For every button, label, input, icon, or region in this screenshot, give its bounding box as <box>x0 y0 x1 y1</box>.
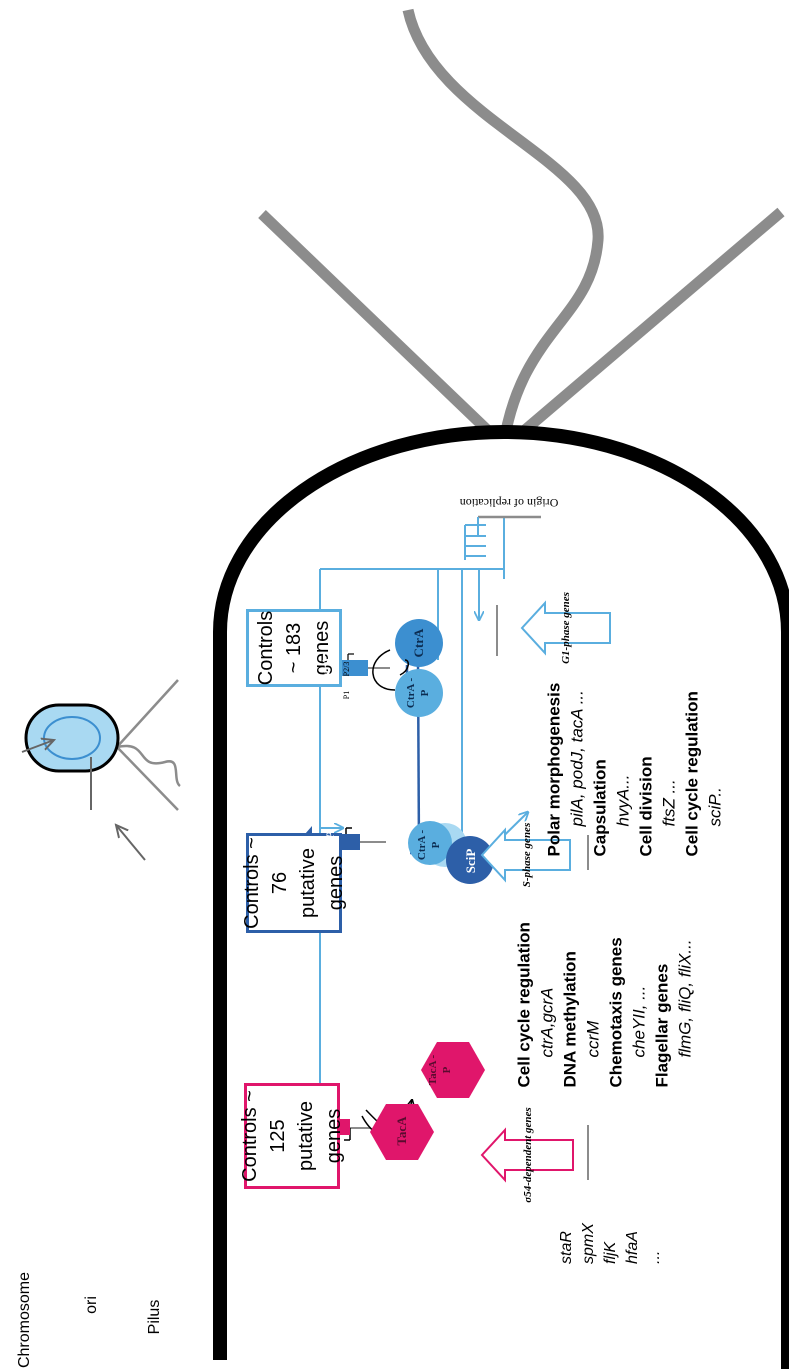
ctra-protein-label: CtrA <box>411 625 427 661</box>
s-phase-category: Flagellar genes <box>651 888 674 1088</box>
scip-protein-label: SciP <box>385 818 401 854</box>
g1-phase-category: Polar morphogenesis <box>543 657 566 857</box>
g1-phase-category: Cell cycle regulation <box>681 657 704 857</box>
taca-protein-label: TacA <box>394 1111 410 1151</box>
taca-gene-label: tacA <box>313 1103 327 1153</box>
s-phase-genes: cheYII, ... <box>628 888 651 1088</box>
ctra-p-complex-label: CtrA -P <box>415 829 445 861</box>
sigma54-gene: staR <box>556 1184 578 1264</box>
chromosome-label: Chromosome <box>15 1268 35 1372</box>
g1-phase-genes: ftsZ ... <box>658 657 681 857</box>
sigma54-gene-list: staR spmX fljK hfaA ... <box>556 1184 656 1264</box>
pilus-label: Pilus <box>145 1292 165 1342</box>
s-phase-category: DNA methylation <box>559 888 582 1088</box>
g1-phase-genes: pilA, podJ, tacA ... <box>566 657 589 857</box>
s-phase-genes: flmG, fliQ, fliX... <box>674 888 697 1088</box>
s-phase-category-list: Cell cycle regulation ctrA,gcrA DNA meth… <box>513 888 698 1088</box>
ctra-gene-label: ctrA <box>319 643 333 693</box>
scip-complex-label: SciP <box>463 843 479 879</box>
origin-of-replication-label: Origin of replication <box>452 494 566 512</box>
s-phase-genes: ctrA,gcrA <box>536 888 559 1088</box>
ori-label: ori <box>82 1291 102 1319</box>
inset-cell-graphic <box>22 680 180 860</box>
g1-phase-category: Cell division <box>635 657 658 857</box>
sigma54-operon-label: σ54-dependent genes <box>520 1102 536 1208</box>
sigma54-gene: ... <box>644 1184 666 1264</box>
sigma54-gene: fljK <box>600 1184 622 1264</box>
s-phase-category: Cell cycle regulation <box>513 888 536 1088</box>
taca-p-protein-label: TacA -P <box>426 1054 456 1086</box>
ctra-p-protein-label: CtrA -P <box>404 677 434 709</box>
s-phase-genes: ccrM <box>582 888 605 1088</box>
p1-promoter-label: P1 <box>342 684 352 706</box>
g1-phase-genes: sciP.. <box>704 657 727 857</box>
g1-phase-category-list: Polar morphogenesis pilA, podJ, tacA ...… <box>543 657 728 857</box>
scip-gene-label: sciP <box>323 817 337 867</box>
g1-phase-genes: hvyA... <box>612 657 635 857</box>
g1-phase-category: Capsulation <box>589 657 612 857</box>
s-phase-operon-label: S-phase genes <box>519 815 535 895</box>
flagellum-and-pili <box>262 10 781 448</box>
p23-promoter-label: P2/3 <box>342 655 352 683</box>
sigma54-gene: hfaA <box>622 1184 644 1264</box>
s-phase-category: Chemotaxis genes <box>605 888 628 1088</box>
sigma54-gene: spmX <box>578 1184 600 1264</box>
